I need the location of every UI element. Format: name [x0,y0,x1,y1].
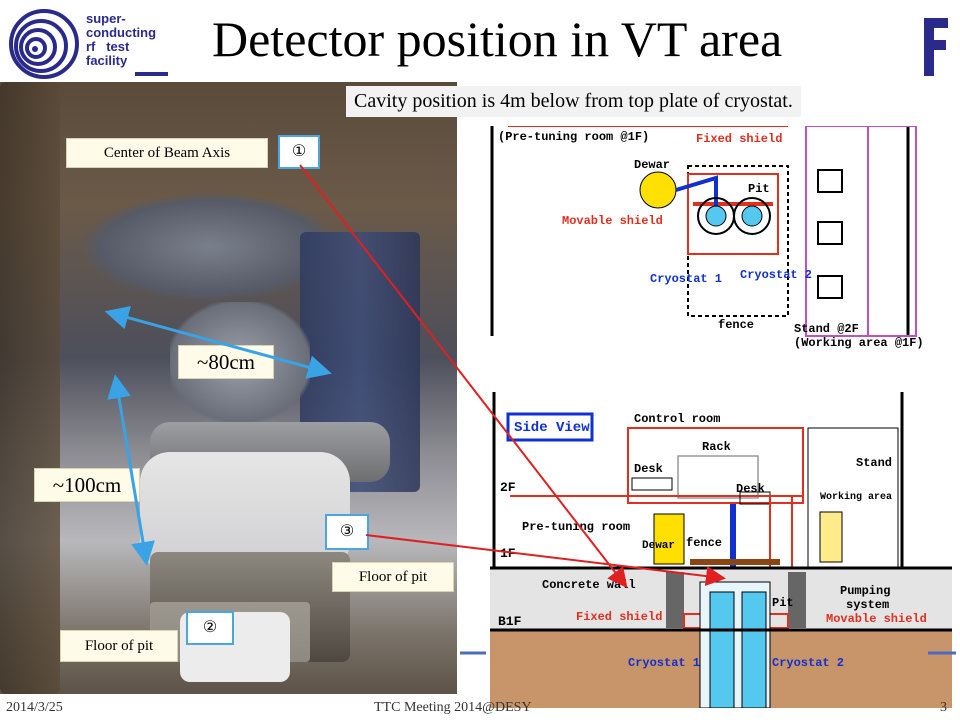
floor-of-pit-right-label: Floor of pit [332,562,454,592]
floor-of-pit-left-label: Floor of pit [60,630,178,662]
side-system-label: system [846,598,890,612]
side-pretuning-label: Pre-tuning room [522,520,631,534]
side-pumping-label: Pumping [840,584,891,598]
side-cryostat1-label: Cryostat 1 [628,656,701,670]
logo-line-4: facility [86,53,128,68]
footer-page-number: 3 [940,700,947,715]
side-movable-shield-label: Movable shield [826,612,927,626]
side-view-title: Side View [514,420,590,436]
side-pit-label: Pit [772,596,794,610]
top-cryostat2-label: Cryostat 2 [740,268,813,282]
top-pretuning-label: (Pre-tuning room @1F) [498,130,650,144]
logo: super- conducting rf test facility [8,8,178,79]
top-plan-diagram: (Pre-tuning room @1F) Fixed shield Dewar… [488,126,952,356]
cryostat-photo [0,82,457,694]
center-beam-axis-label: Center of Beam Axis [66,138,268,168]
brand-f-mark [920,14,950,78]
top-movable-shield-label: Movable shield [562,214,663,228]
side-cryostat2-label: Cryostat 2 [772,656,845,670]
logo-rule [135,72,168,76]
side-stand-label: Stand [856,456,893,470]
top-stand-label: Stand @2F [794,322,859,336]
side-2f-label: 2F [500,480,516,495]
top-pit-label: Pit [748,182,770,196]
side-b1f-label: B1F [498,614,522,629]
side-desk-right-label: Desk [736,482,765,496]
footer-meeting: TTC Meeting 2014@DESY [374,700,532,715]
top-fence-label: fence [718,318,755,332]
side-working-area-label: Working area [820,492,893,503]
side-view-diagram: Side View Control room Rack Desk Desk St… [490,392,952,708]
footer-date: 2014/3/25 [6,700,63,715]
side-control-room-label: Control room [634,412,721,426]
marker-3: ③ [325,514,369,550]
top-working-area-label: (Working area @1F) [794,336,924,350]
marker-1: ① [278,135,320,169]
logo-line-1: super- [86,11,126,26]
marker-2: ② [186,611,234,645]
logo-spiral-icon [9,9,79,79]
side-fence-label: fence [686,536,723,550]
logo-line-2: conducting [86,25,157,40]
side-1f-label: 1F [500,546,516,561]
cavity-position-banner: Cavity position is 4m below from top pla… [346,86,801,117]
top-fixed-shield-label: Fixed shield [696,132,783,146]
side-dewar-label: Dewar [642,540,676,552]
side-desk-left-label: Desk [634,462,663,476]
side-rack-label: Rack [702,440,731,454]
top-dewar-label: Dewar [634,158,671,172]
logo-line-3: rf test [86,39,130,54]
page-title: Detector position in VT area [212,11,783,67]
side-fixed-shield-label: Fixed shield [576,610,663,624]
top-cryostat1-label: Cryostat 1 [650,272,723,286]
